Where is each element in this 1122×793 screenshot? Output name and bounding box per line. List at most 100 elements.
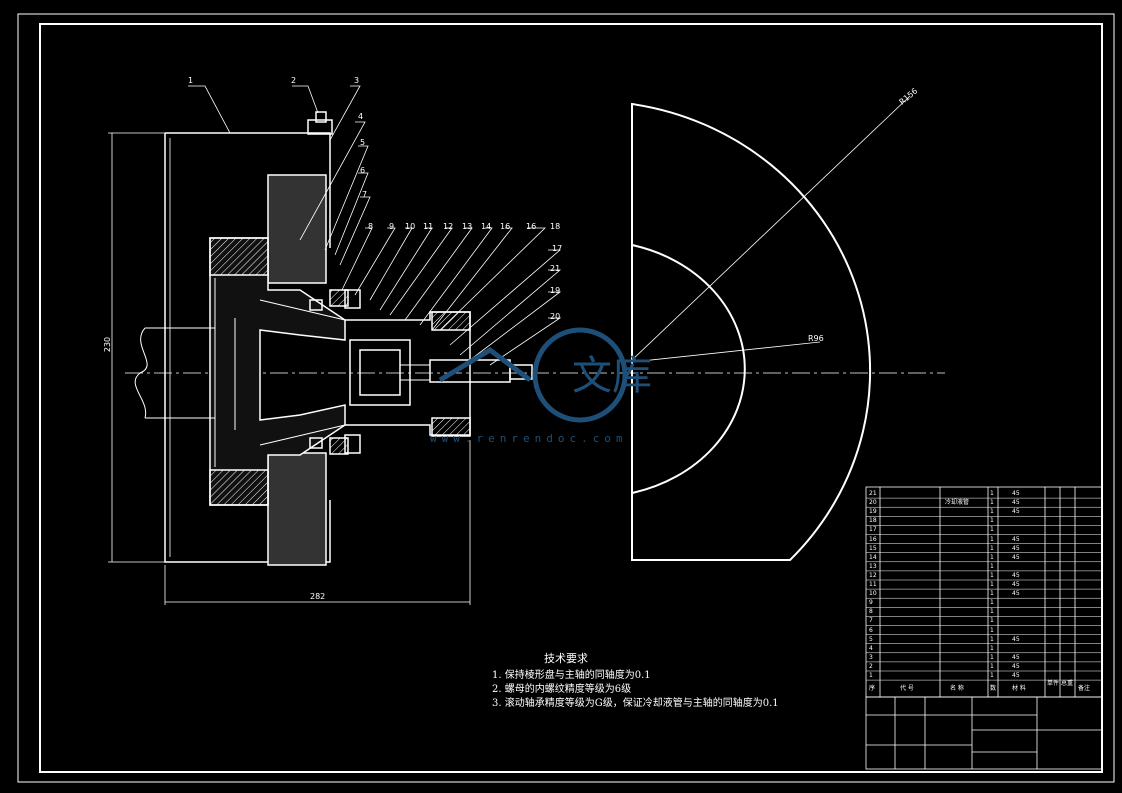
bom-cell-seq: 12 [869,571,877,579]
bom-cell-seq: 2 [869,662,873,670]
part-number-label: 21 [550,264,561,273]
bom-cell-qty: 1 [990,626,994,634]
bom-cell-material: 45 [1012,590,1020,598]
bom-row-lines [866,497,1102,681]
bom-cell-qty: 1 [990,644,994,652]
part-number-label: 2 [291,76,297,85]
bom-cell-material: 45 [1012,490,1020,497]
tech-req-title: 技术要求 [544,652,588,665]
bom-cell-qty: 1 [990,662,994,670]
bom-header-single: 单件 [1047,680,1060,687]
part-number-label: 14 [481,222,492,231]
part-number-label: 12 [443,222,454,231]
part-number-label: 20 [550,312,561,321]
bom-cell-qty: 1 [990,581,994,588]
bom-header-material: 材 料 [1012,685,1026,692]
bom-cell-qty: 1 [990,499,994,507]
watermark-text: www.renrendoc.com [430,432,628,445]
technical-requirements: 技术要求 1. 保持棱形盘与主轴的同轴度为0.1 2. 螺母的内螺纹精度等级为6… [492,650,852,710]
bom-cell-qty: 1 [990,517,994,525]
part-number-label: 7 [362,190,368,199]
assembly-section [134,111,533,566]
bom-cell-material: 45 [1012,535,1020,543]
outer-frame [17,13,1115,783]
bom-cell-qty: 1 [990,526,994,534]
bom-cell-seq: 5 [869,635,873,643]
part-number-label: 5 [360,138,366,147]
bom-cell-seq: 17 [869,526,877,534]
bom-cell-seq: 16 [869,535,877,543]
title-block [865,696,1103,770]
bom-cell-qty: 1 [990,599,994,607]
bom-table [865,486,1103,698]
part-number-label: 18 [550,222,561,231]
tech-req-item: 1. 保持棱形盘与主轴的同轴度为0.1 [492,670,651,681]
part-number-label: 4 [358,112,364,121]
bom-cell-seq: 10 [869,590,877,598]
part-number-label: 16 [500,222,511,231]
bom-cell-seq: 6 [869,626,873,634]
bom-cell-qty: 1 [990,562,994,570]
part-number-label: 11 [423,222,434,231]
bom-header-seq: 序 [869,685,876,692]
part-number-label: 10 [405,222,416,231]
bom-header-name: 名 称 [950,685,964,692]
bom-cell-seq: 7 [869,617,873,625]
width-dimension: 282 [310,592,326,601]
bom-cell-qty: 1 [990,617,994,625]
bom-cell-seq: 20 [869,499,877,507]
leader-lines [188,85,562,366]
bom-cell-qty: 1 [990,672,994,679]
bom-cell-seq: 14 [869,553,877,561]
inner-radius-label: R96 [808,334,824,343]
inner-frame [39,23,1103,773]
bom-cell-qty: 1 [990,653,994,661]
watermark-chars: 文库 [572,353,652,399]
bom-cell-seq: 1 [869,672,873,679]
bom-cell-qty: 1 [990,508,994,516]
bom-cell-material: 45 [1012,672,1020,679]
bom-cell-material: 45 [1012,553,1020,561]
bom-cell-qty: 1 [990,590,994,598]
bom-cell-name: 冷却液管 [945,499,970,507]
bom-cell-qty: 1 [990,544,994,552]
bom-header-total: 总重 [1061,680,1074,687]
bom-cell-seq: 9 [869,599,873,607]
bom-cell-seq: 19 [869,508,877,516]
bom-cell-material: 45 [1012,662,1020,670]
bom-cell-seq: 13 [869,562,877,570]
bom-cell-seq: 3 [869,653,873,661]
tech-req-item: 3. 滚动轴承精度等级为G级，保证冷却液管与主轴的同轴度为0.1 [492,698,779,709]
bom-cell-qty: 1 [990,635,994,643]
bom-cell-qty: 1 [990,553,994,561]
bom-cell-qty: 1 [990,535,994,543]
part-number-label: 16 [526,222,537,231]
part-number-label: 8 [368,222,374,231]
bom-cell-qty: 1 [990,490,994,497]
bom-cell-material: 45 [1012,653,1020,661]
bom-cell-seq: 15 [869,544,877,552]
part-number-label: 1 [188,76,194,85]
bom-cell-seq: 21 [869,490,877,497]
wheel-side-view [631,95,911,561]
bom-cell-seq: 8 [869,608,873,616]
bom-cell-qty: 1 [990,571,994,579]
bom-cell-seq: 4 [869,644,873,652]
part-number-label: 3 [354,76,360,85]
part-number-label: 13 [462,222,473,231]
bom-cell-material: 45 [1012,499,1020,507]
bom-cell-qty: 1 [990,608,994,616]
watermark-logo [438,327,628,423]
part-number-label: 19 [550,286,561,295]
bom-cell-material: 45 [1012,635,1020,643]
bom-cell-seq: 11 [869,581,877,588]
bom-cell-material: 45 [1012,581,1020,588]
bom-cell-seq: 18 [869,517,877,525]
part-number-label: 9 [389,222,395,231]
height-dimension: 230 [103,336,113,353]
bom-header-qty: 数 [990,685,997,692]
part-number-label: 6 [360,166,366,175]
tech-req-item: 2. 螺母的内螺纹精度等级为6级 [492,684,632,695]
bom-cell-material: 45 [1012,571,1020,579]
